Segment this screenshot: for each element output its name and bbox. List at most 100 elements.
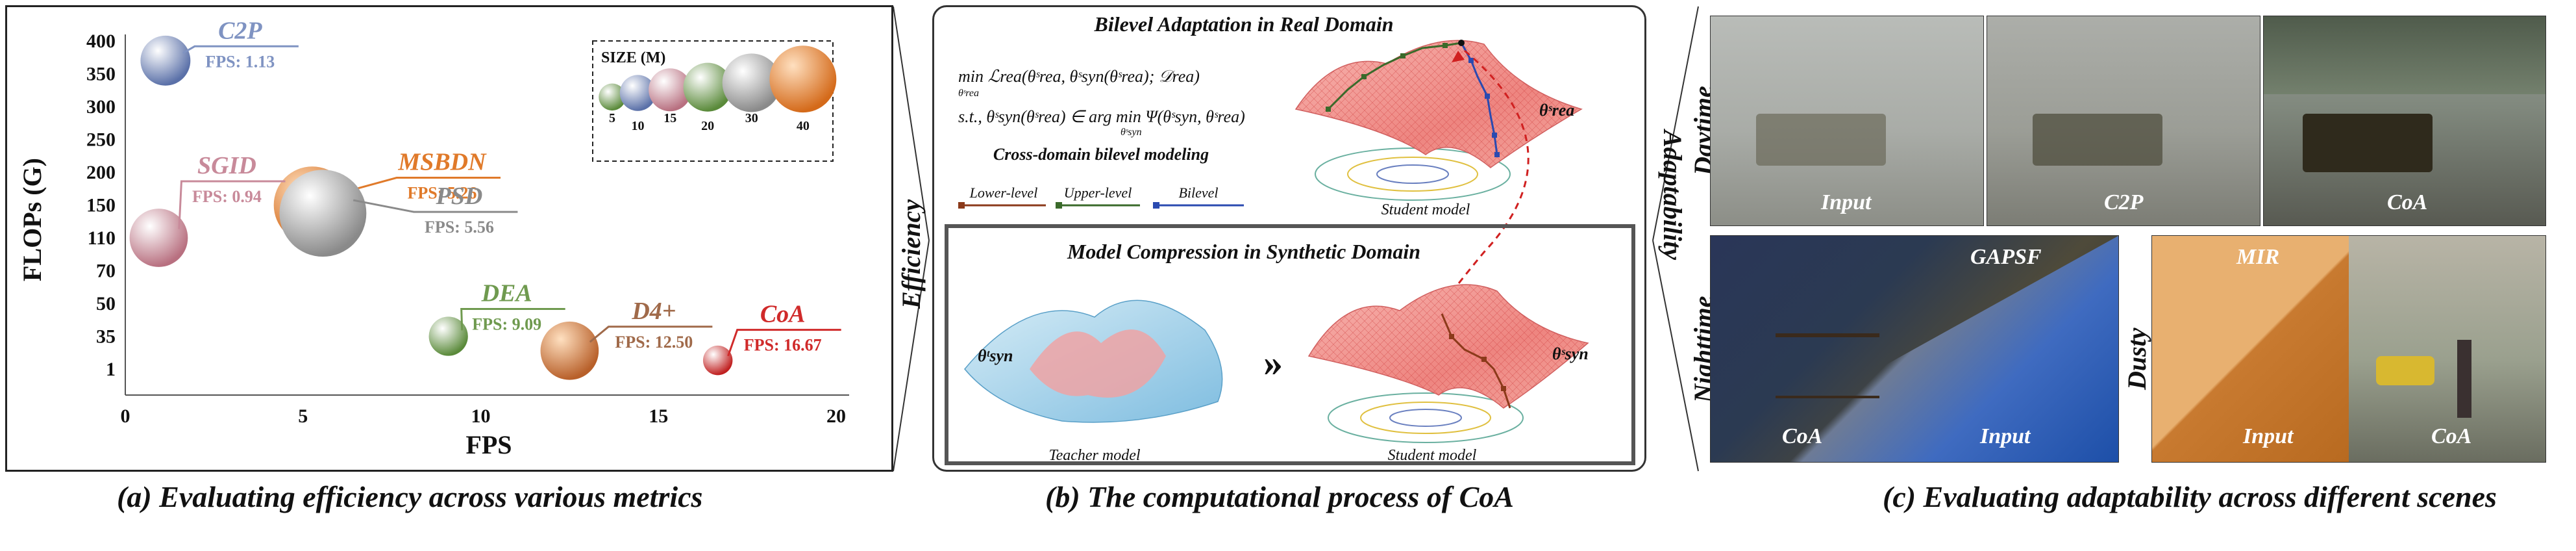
nighttime-input-label: Input xyxy=(1980,424,2031,448)
y-tick-label: 110 xyxy=(88,227,116,249)
compression-arrow-icon: » xyxy=(1263,341,1283,384)
teacher-surface xyxy=(964,300,1223,423)
theta-teacher-label: θᵗsyn xyxy=(978,346,1013,365)
point-psd xyxy=(279,170,367,257)
point-name-label: SGID xyxy=(197,152,256,179)
theta-rea-label: θˢrea xyxy=(1539,101,1574,120)
nighttime-composite-image: CoA GAPSF Input xyxy=(1710,235,2119,463)
size-legend-bubble xyxy=(769,45,837,113)
point-leader-line xyxy=(353,199,518,213)
compression-box xyxy=(945,224,1635,465)
size-legend-value: 30 xyxy=(745,111,758,125)
y-tick-label: 50 xyxy=(96,293,116,314)
point-leader-line xyxy=(182,45,299,55)
student-model-top-label: Student model xyxy=(1381,201,1470,218)
y-tick-label: 400 xyxy=(86,31,116,52)
panel-b-frame xyxy=(932,5,1646,472)
size-legend-value: 10 xyxy=(631,119,644,133)
dusty-input-label: Input xyxy=(2243,424,2294,448)
point-dea xyxy=(428,316,468,356)
theta-student-label: θˢsyn xyxy=(1552,344,1589,363)
student-model-bottom-label: Student model xyxy=(1388,447,1477,464)
point-leader-line xyxy=(178,180,286,229)
y-tick-label: 70 xyxy=(96,261,116,282)
x-tick-label: 10 xyxy=(471,405,491,427)
point-fps-label: FPS: 5.56 xyxy=(425,218,494,237)
size-legend-bubble xyxy=(683,62,732,112)
bottom-student-surface xyxy=(1307,284,1589,443)
equation-line-2-sub: θˢsyn xyxy=(1121,127,1142,138)
computational-process-diagram: Bilevel Adaptation in Real Domain min ℒr… xyxy=(945,12,1635,465)
point-fps-label: FPS: 12.50 xyxy=(615,333,693,352)
daytime-c2p-image: C2P xyxy=(1987,16,2260,226)
upper-level-path xyxy=(1327,42,1462,110)
equation-line-2: s.t., θˢsyn(θˢrea) ∈ arg min Ψ(θˢsyn, θˢ… xyxy=(958,107,1245,126)
daytime-c2p-label: C2P xyxy=(2104,190,2144,214)
compression-title: Model Compression in Synthetic Domain xyxy=(1067,240,1420,263)
size-legend-value: 20 xyxy=(701,119,714,133)
point-name-label: CoA xyxy=(760,301,806,328)
teacher-model-label: Teacher model xyxy=(1048,447,1140,464)
size-legend-title: SIZE (M) xyxy=(601,49,665,66)
y-axis-label: FLOPs (G) xyxy=(18,158,47,281)
daytime-input-label: Input xyxy=(1821,190,1872,214)
nighttime-coa-label: CoA xyxy=(1782,424,1823,448)
y-tick-label: 250 xyxy=(86,129,116,151)
y-tick-label: 300 xyxy=(86,96,116,118)
point-name-label: MSBDN xyxy=(397,149,487,176)
dusty-composite-image: MIR Input CoA xyxy=(2151,235,2546,463)
x-axis-label: FPS xyxy=(465,430,512,459)
row-label-dusty: Dusty xyxy=(2122,327,2151,390)
panel-a-frame xyxy=(5,5,893,472)
size-legend-bubble xyxy=(722,53,781,112)
daytime-input-image: Input xyxy=(1710,16,1984,226)
legend-lower-level: Lower-level xyxy=(969,185,1038,201)
caption-b: (b) The computational process of CoA xyxy=(1045,480,1514,513)
point-fps-label: FPS: 16.67 xyxy=(744,336,822,355)
connector-lines-left xyxy=(893,6,930,472)
y-tick-label: 1 xyxy=(106,359,116,380)
x-tick-label: 20 xyxy=(826,405,846,427)
y-tick-label: 35 xyxy=(96,326,116,348)
side-label-adaptability: Adaptability xyxy=(1658,130,1687,260)
point-fps-label: FPS: 5.26 xyxy=(408,184,477,203)
connector-lines-right xyxy=(1652,6,1699,472)
caption-c: (c) Evaluating adaptability across diffe… xyxy=(1883,480,2497,513)
point-c2p xyxy=(140,35,191,86)
equation-line-1-sub: θˢrea xyxy=(958,88,979,99)
point-leader-line xyxy=(727,329,841,357)
y-tick-label: 350 xyxy=(86,64,116,85)
point-name-label: C2P xyxy=(218,17,262,44)
point-name-label: PSD xyxy=(436,183,483,210)
point-sgid xyxy=(129,209,188,267)
point-leader-line xyxy=(589,326,713,343)
point-fps-label: FPS: 1.13 xyxy=(205,52,275,71)
size-legend-value: 15 xyxy=(663,111,676,125)
x-tick-label: 15 xyxy=(649,405,668,427)
size-legend-bubble xyxy=(619,75,656,111)
bilevel-modeling-label: Cross-domain bilevel modeling xyxy=(993,145,1209,164)
point-fps-label: FPS: 0.94 xyxy=(192,187,262,206)
point-d4plus xyxy=(540,321,599,380)
size-legend-bubble xyxy=(649,68,692,112)
efficiency-chart: FLOPs (G) FPS 1 35 50 70 110 150 200 250 300 350 4… xyxy=(18,17,849,459)
point-name-label: D4+ xyxy=(631,298,676,325)
daytime-coa-label: CoA xyxy=(2387,190,2428,214)
nighttime-gapsf-label: GAPSF xyxy=(1970,245,2042,269)
x-tick-label: 5 xyxy=(298,405,308,427)
point-leader-line xyxy=(460,308,565,331)
y-tick-label: 200 xyxy=(86,162,116,183)
dusty-coa-label: CoA xyxy=(2431,424,2472,448)
size-legend-value: 5 xyxy=(609,111,615,125)
point-fps-label: FPS: 9.09 xyxy=(472,315,541,334)
size-legend-value: 40 xyxy=(797,119,810,133)
legend-upper-level: Upper-level xyxy=(1064,185,1132,201)
bilevel-title: Bilevel Adaptation in Real Domain xyxy=(1093,12,1393,36)
point-name-label: DEA xyxy=(481,280,532,307)
daytime-coa-image: CoA xyxy=(2263,16,2546,226)
side-label-efficiency: Efficiency xyxy=(897,199,926,309)
size-legend-box xyxy=(592,40,834,162)
caption-a: (a) Evaluating efficiency across various… xyxy=(117,480,703,513)
y-tick-label: 150 xyxy=(86,195,116,216)
dusty-mir-label: MIR xyxy=(2236,245,2280,269)
